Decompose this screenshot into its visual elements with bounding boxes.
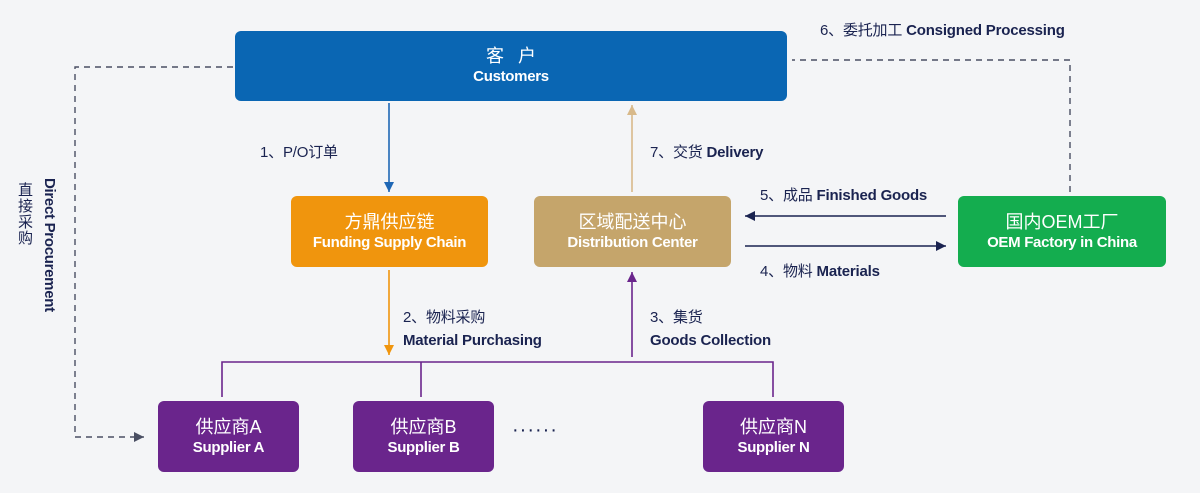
step-6-number: 6、: [820, 22, 843, 39]
step-7-number: 7、: [650, 144, 673, 161]
arrow-direct-procurement: [74, 66, 233, 442]
supplier-n-zh: 供应商N: [740, 416, 807, 437]
step-2-zh: 物料采购: [425, 309, 486, 326]
step-7-en: Delivery: [706, 144, 764, 161]
step-1-zh: P/O订单: [282, 144, 338, 161]
distribution-zh: 区域配送中心: [578, 211, 687, 232]
step-5-number: 5、: [760, 187, 783, 204]
supplier-n-en: Supplier N: [737, 438, 810, 456]
step-3-zh: 集货: [672, 309, 703, 326]
direct-procurement-zh: 直接采购: [16, 182, 33, 246]
step-4-zh: 物料: [782, 263, 813, 280]
customers-en: Customers: [473, 68, 549, 85]
supplier-bracket: [221, 361, 774, 397]
supplier-b-box: 供应商B Supplier B: [353, 401, 494, 472]
step-4-label: 4、物料 Materials: [760, 262, 880, 282]
step-7-zh: 交货: [672, 144, 703, 161]
step-7-label: 7、交货 Delivery: [650, 143, 764, 163]
funding-en: Funding Supply Chain: [312, 233, 467, 251]
oem-en: OEM Factory in China: [987, 233, 1137, 251]
step-2-number: 2、: [403, 309, 426, 326]
step-4-en: Materials: [816, 263, 880, 280]
distribution-en: Distribution Center: [567, 233, 698, 251]
oem-zh: 国内OEM工厂: [1005, 211, 1119, 232]
step-4-number: 4、: [760, 263, 783, 280]
supplier-a-box: 供应商A Supplier A: [158, 401, 299, 472]
step-1-label: 1、P/O订单: [260, 143, 338, 163]
oem-factory-box: 国内OEM工厂 OEM Factory in China: [958, 196, 1166, 267]
supplier-a-zh: 供应商A: [195, 416, 262, 437]
step-5-en: Finished Goods: [816, 187, 928, 204]
arrow-consigned-processing: [792, 59, 1071, 192]
funding-supply-chain-box: 方鼎供应链 Funding Supply Chain: [291, 196, 488, 267]
supplier-a-en: Supplier A: [192, 438, 265, 456]
step-2-en: Material Purchasing: [403, 332, 542, 349]
distribution-center-box: 区域配送中心 Distribution Center: [534, 196, 731, 267]
step-5-zh: 成品: [782, 187, 813, 204]
direct-procurement-en: Direct Procurement: [41, 178, 58, 312]
step-6-en: Consigned Processing: [906, 22, 1065, 39]
customers-zh: 客户: [486, 46, 550, 66]
step-6-zh: 委托加工: [842, 22, 903, 39]
step-2-label-zh: 2、物料采购: [403, 308, 485, 328]
step-1-number: 1、: [260, 144, 283, 161]
step-5-label: 5、成品 Finished Goods: [760, 186, 927, 206]
customers-box: 客户 Customers: [235, 31, 787, 101]
supplier-n-box: 供应商N Supplier N: [703, 401, 844, 472]
supplier-b-en: Supplier B: [387, 438, 460, 456]
step-6-label: 6、委托加工 Consigned Processing: [820, 21, 1065, 41]
step-3-en: Goods Collection: [650, 332, 771, 349]
more-suppliers-ellipsis: ······: [512, 419, 558, 441]
step-3-label-zh: 3、集货: [650, 308, 703, 328]
supplier-b-zh: 供应商B: [390, 416, 457, 437]
funding-zh: 方鼎供应链: [344, 211, 435, 232]
step-3-number: 3、: [650, 309, 673, 326]
